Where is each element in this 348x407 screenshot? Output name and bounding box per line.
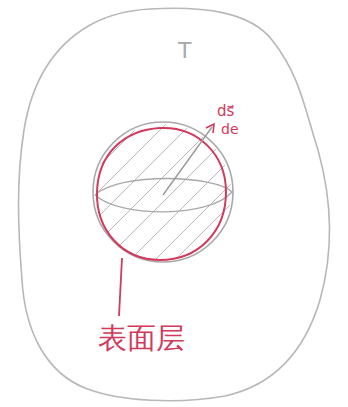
arrow-head (206, 124, 214, 133)
surface-layer (97, 128, 226, 260)
outer-region (19, 8, 330, 400)
sphere (93, 122, 233, 262)
leader-line (119, 258, 122, 316)
subscript-label: de (221, 122, 239, 136)
part-label: 表面层 (98, 324, 185, 353)
region-label: T (178, 40, 191, 62)
hatching (40, 90, 280, 295)
vector-label: ds⃗ (217, 104, 234, 119)
radius-line (163, 127, 212, 195)
